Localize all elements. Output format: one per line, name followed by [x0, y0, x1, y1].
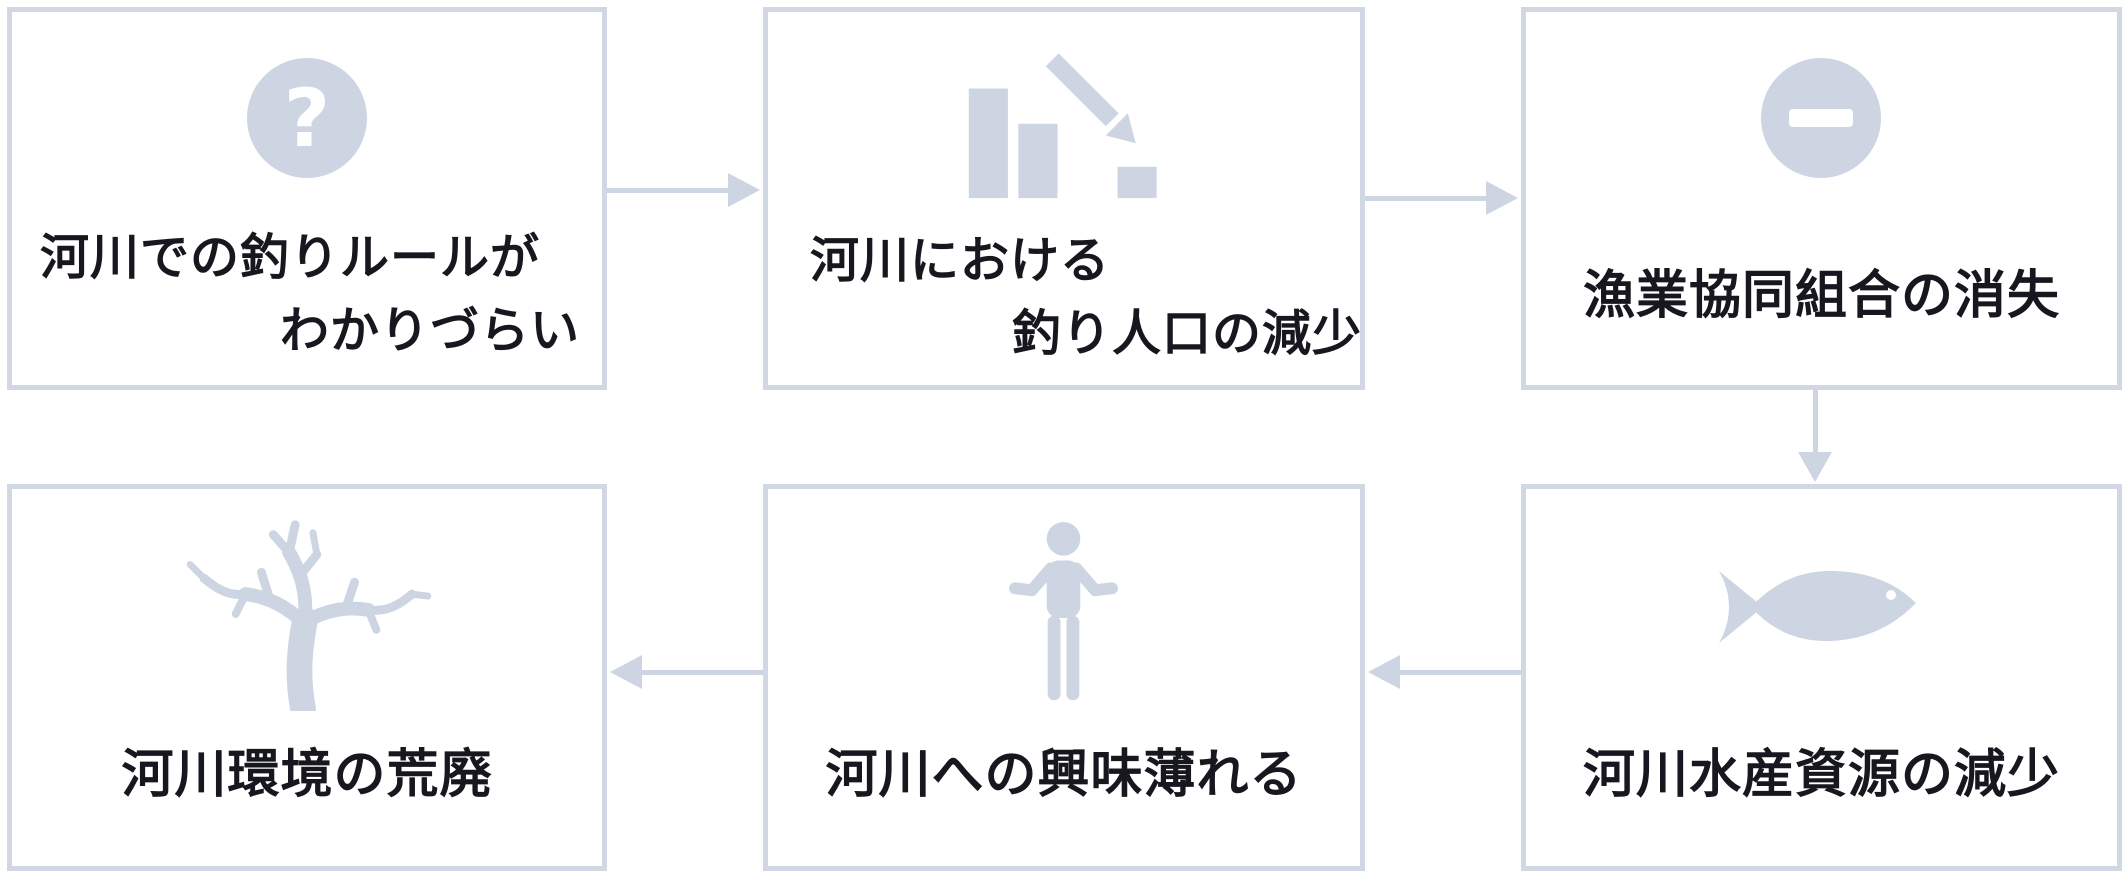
box-label: 河川への興味薄れる: [825, 745, 1303, 805]
declining-bar-chart-icon: [966, 52, 1162, 202]
dead-tree-icon: [178, 503, 436, 722]
arrow-line: [1398, 670, 1521, 675]
flow-box-river-fishery-resources-decline: 河川水産資源の減少: [1521, 484, 2122, 871]
arrow-right-2: [1365, 181, 1521, 216]
arrow-head-right: [1486, 181, 1518, 215]
box-label-line1: 河川における: [810, 232, 1111, 289]
arrow-left-2: [610, 655, 763, 689]
box-label: 漁業協同組合の消失: [1582, 266, 2060, 326]
box-label: 河川環境の荒廃: [121, 745, 493, 805]
svg-text:?: ?: [284, 72, 330, 165]
flow-box-river-environment-devastation: 河川環境の荒廃: [7, 484, 607, 871]
arrow-head-right: [728, 173, 760, 207]
arrow-head-left: [1368, 655, 1400, 689]
flow-box-interest-in-rivers-fades: 河川への興味薄れる: [763, 484, 1365, 871]
fish-icon: [1711, 557, 1931, 657]
flow-box-fishery-cooperative-loss: 漁業協同組合の消失: [1521, 7, 2122, 390]
person-icon: [999, 519, 1128, 707]
box-label-line2: わかりづらい: [279, 302, 580, 359]
box-label-line1: 河川での釣りルールが: [40, 229, 541, 286]
flow-box-fishing-rules-unclear: ? 河川での釣りルールが わかりづらい: [7, 7, 607, 390]
arrow-line: [640, 670, 763, 675]
arrow-head-down: [1798, 452, 1832, 482]
question-icon: ?: [247, 58, 367, 178]
arrow-head-left: [610, 655, 642, 689]
arrow-line: [607, 188, 730, 193]
arrow-line: [1813, 390, 1818, 454]
box-label: 河川における 釣り人口の減少: [810, 224, 1362, 370]
arrow-right-1: [607, 173, 763, 208]
box-label-line2: 釣り人口の減少: [1011, 305, 1362, 362]
arrow-down-1: [1798, 390, 1832, 482]
arrow-line: [1365, 196, 1488, 201]
box-label: 河川水産資源の減少: [1582, 745, 2060, 805]
minus-icon: [1761, 58, 1881, 178]
flow-box-fishing-population-decline: 河川における 釣り人口の減少: [763, 7, 1365, 390]
box-label: 河川での釣りルールが わかりづらい: [40, 221, 580, 367]
arrow-left-1: [1368, 655, 1521, 689]
